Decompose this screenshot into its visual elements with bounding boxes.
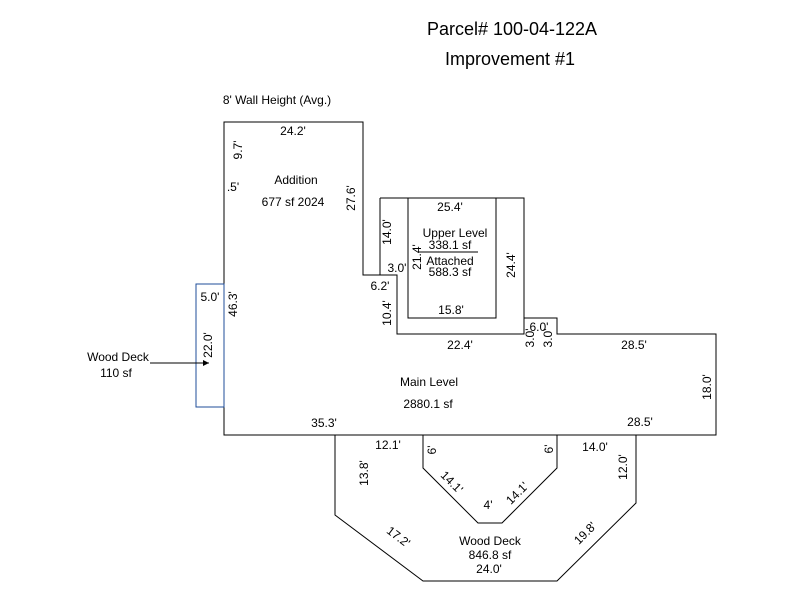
dim-rear-small-right: 6' xyxy=(542,445,556,454)
dim-upper-inner-left: 21.4' xyxy=(410,244,424,270)
improvement-title: Improvement #1 xyxy=(445,49,575,69)
main-level-label: Main Level xyxy=(400,375,458,389)
dim-main-top-right: 28.5' xyxy=(621,338,647,352)
dim-garage-step-h: 6.2' xyxy=(371,279,390,293)
dim-rear-top-right: 14.0' xyxy=(582,440,608,454)
dim-notch-width: 6.0' xyxy=(530,320,549,334)
dim-garage-step-small: 3.0' xyxy=(388,261,407,275)
dim-notch-right: 3.0' xyxy=(541,329,555,348)
dim-rear-right-vert: 12.0' xyxy=(616,454,630,480)
dim-upper-right: 24.4' xyxy=(504,252,518,278)
side-deck-arrowhead xyxy=(203,360,209,366)
dim-rear-small-left: 6' xyxy=(425,446,439,455)
rear-deck-label: Wood Deck xyxy=(459,534,522,548)
dim-upper-bottom: 15.8' xyxy=(438,303,464,317)
upper-level-area: 338.1 sf xyxy=(429,238,472,252)
attached-area: 588.3 sf xyxy=(429,265,472,279)
dim-rear-top-left: 12.1' xyxy=(375,438,401,452)
dim-main-right: 18.0' xyxy=(700,374,714,400)
dim-rear-bottom: 24.0' xyxy=(476,562,502,576)
dim-side-deck-height: 22.0' xyxy=(201,332,215,358)
dim-rear-diag-left: 14.1' xyxy=(438,468,466,496)
addition-label: Addition xyxy=(274,173,317,187)
dim-addition-left-lower: 46.3' xyxy=(226,291,240,317)
attached-outline xyxy=(407,197,497,319)
dim-main-bottom-inner: 22.4' xyxy=(447,338,473,352)
dim-addition-top: 24.2' xyxy=(280,124,306,138)
dim-rear-left-vert: 13.8' xyxy=(357,460,371,486)
dim-rear-diag-bottom-left: 17.2' xyxy=(384,523,413,550)
side-deck-outline xyxy=(195,283,225,408)
dim-rear-diag-right: 14.1' xyxy=(503,479,531,507)
dim-main-bottom-right: 28.5' xyxy=(627,415,653,429)
wall-height-note: 8' Wall Height (Avg.) xyxy=(223,93,331,107)
dim-upper-left: 14.0' xyxy=(380,219,394,245)
upper-level-label: Upper Level xyxy=(423,226,488,240)
side-deck-label: Wood Deck xyxy=(87,350,150,364)
dim-upper-top: 25.4' xyxy=(437,200,463,214)
rear-deck-outline xyxy=(334,434,637,582)
rear-deck-area: 846.8 sf xyxy=(469,548,512,562)
dim-addition-right: 27.6' xyxy=(344,185,358,211)
parcel-title: Parcel# 100-04-122A xyxy=(427,19,597,39)
dim-addition-left-upper: 9.7' xyxy=(231,141,245,160)
main-level-area: 2880.1 sf xyxy=(403,397,453,411)
dim-main-left-step: 10.4' xyxy=(380,300,394,326)
side-deck-area: 110 sf xyxy=(100,366,132,380)
dim-notch-left: 3.0' xyxy=(523,329,537,348)
addition-area: 677 sf 2024 xyxy=(262,195,325,209)
attached-label: Attached xyxy=(426,254,473,268)
dim-addition-left-small: .5' xyxy=(227,180,239,194)
dim-rear-bottom-inner: 4' xyxy=(484,498,493,512)
dim-side-deck-width: 5.0' xyxy=(201,290,220,304)
dim-main-bottom-left: 35.3' xyxy=(311,416,337,430)
